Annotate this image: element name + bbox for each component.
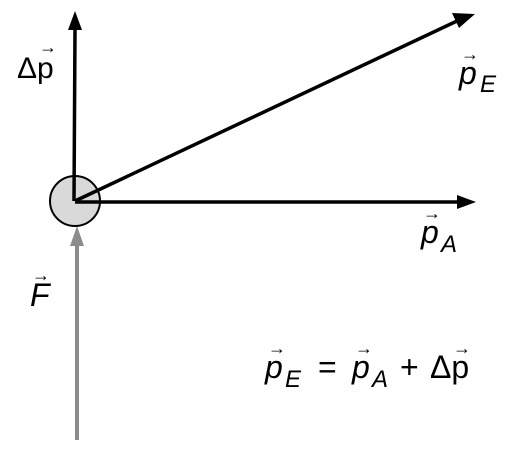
svg-text:→: → — [268, 338, 286, 358]
equation-equals: = — [318, 349, 337, 385]
equation-term1-subscript: A — [370, 366, 388, 393]
delta-p-label: Δp → — [17, 37, 57, 85]
p-a-symbol: p — [420, 214, 439, 250]
p-e-subscript: E — [480, 71, 497, 98]
f-arrow: → — [32, 265, 50, 285]
delta-p-vector — [68, 11, 82, 202]
p-a-vector — [75, 195, 476, 209]
equation-lhs-subscript: E — [285, 366, 302, 393]
equation-lhs-symbol: p — [264, 349, 283, 385]
svg-text:→: → — [453, 338, 471, 358]
force-vector-f — [70, 226, 84, 440]
p-e-vector — [74, 13, 475, 203]
p-a-arrow: → — [423, 203, 441, 223]
equation-term1-symbol: p — [351, 349, 370, 385]
p-e-label: p E → — [458, 44, 497, 98]
f-label: F → — [30, 265, 52, 313]
delta-p-arrow: → — [39, 37, 57, 57]
p-a-label: p A → — [420, 203, 457, 258]
equation-plus: + — [400, 349, 419, 385]
p-a-subscript: A — [439, 231, 457, 258]
svg-text:Δp: Δp — [17, 52, 54, 85]
p-e-symbol: p — [458, 55, 477, 91]
svg-text:→: → — [355, 338, 373, 358]
delta-p-symbol: Δp — [17, 52, 54, 85]
f-symbol: F — [30, 277, 52, 313]
p-e-arrow: → — [461, 44, 479, 64]
momentum-equation: p E → = p A → + Δp → — [264, 338, 471, 393]
equation-term2-symbol: Δp — [430, 349, 469, 385]
